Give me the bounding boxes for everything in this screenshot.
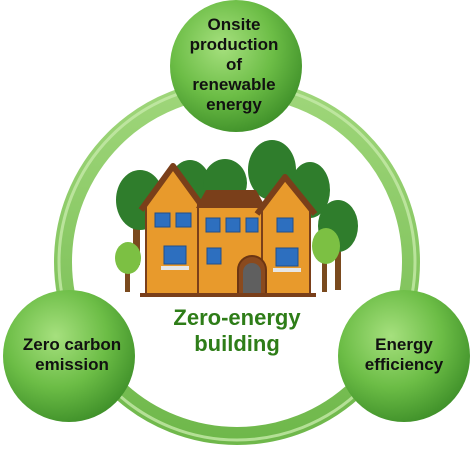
node-label-zero-carbon-emission: Zero carbon emission bbox=[22, 334, 122, 374]
node-label-energy-efficiency: Energy efficiency bbox=[364, 334, 444, 374]
node-left-circle bbox=[3, 290, 135, 422]
house-icon bbox=[115, 140, 358, 297]
node-right-circle bbox=[338, 290, 470, 422]
center-title: Zero-energy building bbox=[173, 305, 301, 357]
node-top-circle bbox=[170, 0, 302, 132]
node-label-onsite-production: Onsite production of renewable energy bbox=[189, 14, 279, 115]
